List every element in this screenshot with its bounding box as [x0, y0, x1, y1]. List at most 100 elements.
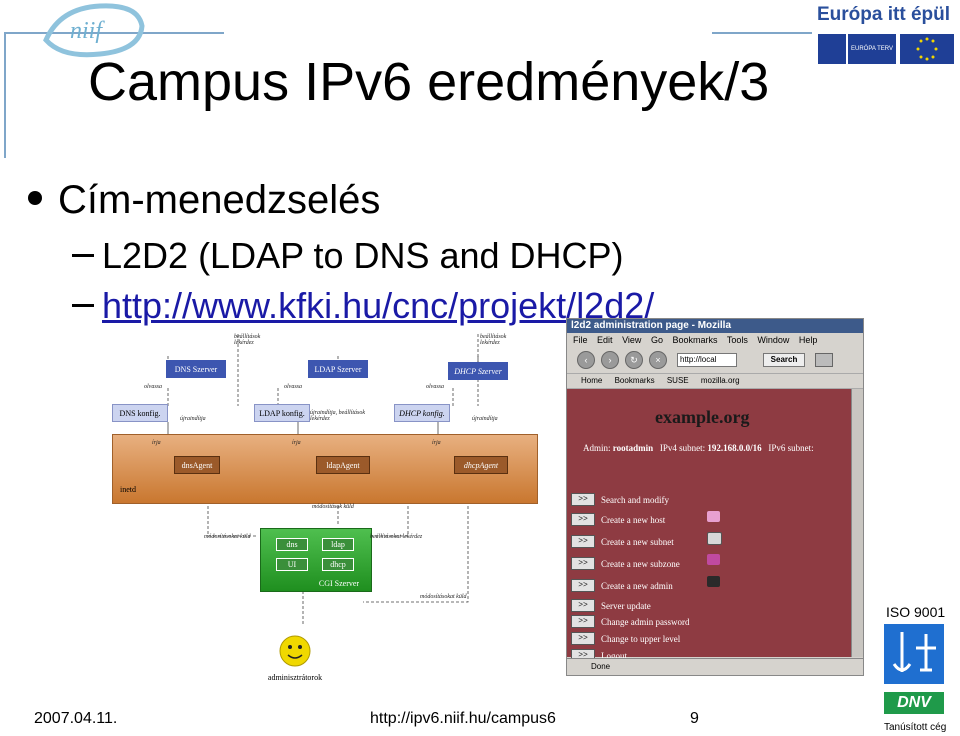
- arrow-button[interactable]: >>: [571, 579, 595, 592]
- menu-go[interactable]: Go: [651, 335, 663, 345]
- label-query-settings: beállításokat lekérdez: [370, 534, 422, 540]
- menu-item-label[interactable]: Create a new subnet: [601, 537, 674, 547]
- inetd-text: inetd: [120, 485, 136, 494]
- iso-logo: [884, 624, 944, 684]
- print-icon[interactable]: [815, 353, 833, 367]
- browser-toolbar: ‹ › ↻ × http://local Search: [567, 347, 863, 374]
- menu-search-modify[interactable]: >> Search and modify: [571, 491, 669, 505]
- niif-logo-text: niif: [70, 18, 105, 44]
- certified-label: Tanúsított cég: [884, 722, 946, 733]
- ldap-agent-box: ldapAgent: [316, 456, 370, 474]
- label-read-1: olvassa: [144, 384, 162, 390]
- bookmark-home[interactable]: Home: [581, 376, 602, 385]
- arrow-button[interactable]: >>: [571, 599, 595, 612]
- menu-item-label[interactable]: Change admin password: [601, 617, 689, 627]
- menu-item-label[interactable]: Create a new host: [601, 515, 665, 525]
- dnv-badge: DNV: [884, 692, 944, 714]
- status-bar: Done: [567, 658, 864, 675]
- label-read-3: olvassa: [426, 384, 444, 390]
- bookmark-bookmarks[interactable]: Bookmarks: [615, 376, 655, 385]
- bullet-dot-icon: [28, 191, 42, 205]
- admins-label: adminisztrátorok: [268, 673, 322, 682]
- label-write-3: írja: [432, 440, 441, 446]
- cgi-server-label: CGI Szerver: [319, 579, 359, 588]
- europa-terv-logo: EURÓPA TERV: [848, 34, 896, 64]
- dhcp-server-box: DHCP Szerver: [448, 362, 508, 380]
- menu-edit[interactable]: Edit: [597, 335, 613, 345]
- menu-tools[interactable]: Tools: [727, 335, 748, 345]
- left-rule: [4, 32, 6, 158]
- search-button[interactable]: Search: [763, 353, 805, 367]
- top-rule-right: [712, 32, 812, 34]
- eu-stars-icon: [900, 34, 954, 64]
- label-send-changes-2: módosításokat küld: [204, 534, 251, 540]
- menu-window[interactable]: Window: [757, 335, 789, 345]
- cgi-dhcp-label: dhcp: [330, 560, 346, 569]
- menu-view[interactable]: View: [622, 335, 641, 345]
- menu-item-label[interactable]: Server update: [601, 601, 651, 611]
- bookmark-suse[interactable]: SUSE: [667, 376, 689, 385]
- dns-agent-label: dnsAgent: [182, 461, 213, 470]
- menu-upper-level[interactable]: >> Change to upper level: [571, 630, 680, 644]
- vertical-scrollbar[interactable]: [851, 389, 863, 657]
- menu-item-label[interactable]: Create a new subzone: [601, 559, 680, 569]
- ldap-server-label: LDAP Szerver: [314, 365, 361, 374]
- forward-button[interactable]: ›: [601, 351, 619, 369]
- menu-create-subnet[interactable]: >> Create a new subnet: [571, 533, 674, 547]
- menu-file[interactable]: File: [573, 335, 588, 345]
- label-reload-3: újraindítja: [472, 416, 498, 422]
- sub-item-1-text: L2D2 (LDAP to DNS and DHCP): [102, 235, 624, 276]
- label-write-1: írja: [152, 440, 161, 446]
- menu-change-password[interactable]: >> Change admin password: [571, 613, 689, 627]
- menu-item-label[interactable]: Change to upper level: [601, 634, 680, 644]
- label-read-2: olvassa: [284, 384, 302, 390]
- menu-create-admin[interactable]: >> Create a new admin: [571, 577, 673, 591]
- admin-label: Admin:: [583, 443, 611, 453]
- eu-stars-flag: [900, 34, 954, 64]
- ldap-config-box: LDAP konfig.: [254, 404, 310, 422]
- dhcp-agent-label: dhcpAgent: [464, 461, 498, 470]
- anchor-scales-icon: [884, 624, 944, 684]
- menu-item-label[interactable]: Search and modify: [601, 495, 669, 505]
- footer-date: 2007.04.11.: [34, 710, 117, 728]
- browser-titlebar: l2d2 administration page - Mozilla: [567, 319, 863, 333]
- menu-create-subzone[interactable]: >> Create a new subzone: [571, 555, 680, 569]
- back-button[interactable]: ‹: [577, 351, 595, 369]
- stop-button[interactable]: ×: [649, 351, 667, 369]
- menu-bookmarks[interactable]: Bookmarks: [672, 335, 717, 345]
- smiley-icon: [278, 634, 312, 668]
- cgi-server-label-box: CGI Szerver: [312, 578, 366, 588]
- admin-icon: [707, 576, 720, 587]
- ldap-config-label: LDAP konfig.: [259, 409, 304, 418]
- arrow-button[interactable]: >>: [571, 615, 595, 628]
- subzone-icon: [707, 554, 720, 565]
- menu-server-update[interactable]: >> Server update: [571, 597, 651, 611]
- bookmarks-toolbar: Home Bookmarks SUSE mozilla.org: [567, 374, 863, 389]
- label-reload-2: újraindítja, beállítások lekérdez: [310, 410, 370, 422]
- subnet-icon: [707, 532, 722, 545]
- footer-url: http://ipv6.niif.hu/campus6: [370, 710, 556, 728]
- arrow-button[interactable]: >>: [571, 493, 595, 506]
- cgi-dns-box: dns: [276, 538, 308, 551]
- page-heading: example.org: [655, 407, 749, 428]
- cgi-ui-label: UI: [288, 560, 296, 569]
- arrow-button[interactable]: >>: [571, 632, 595, 645]
- iso-label: ISO 9001: [886, 604, 945, 620]
- cgi-dhcp-box: dhcp: [322, 558, 354, 571]
- reload-button[interactable]: ↻: [625, 351, 643, 369]
- eu-flag: [818, 34, 846, 64]
- menu-create-host[interactable]: >> Create a new host: [571, 511, 665, 525]
- url-input[interactable]: http://local: [677, 353, 737, 367]
- dns-server-label: DNS Szerver: [175, 365, 217, 374]
- label-send-changes: módosítások küld: [312, 504, 354, 510]
- arrow-button[interactable]: >>: [571, 557, 595, 570]
- label-write-2: írja: [292, 440, 301, 446]
- arrow-button[interactable]: >>: [571, 535, 595, 548]
- dhcp-server-label: DHCP Szerver: [454, 367, 502, 376]
- bookmark-mozilla[interactable]: mozilla.org: [701, 376, 740, 385]
- dhcp-config-box: DHCP konfig.: [394, 404, 450, 422]
- dhcp-config-label: DHCP konfig.: [399, 409, 445, 418]
- menu-item-label[interactable]: Create a new admin: [601, 581, 673, 591]
- arrow-button[interactable]: >>: [571, 513, 595, 526]
- menu-help[interactable]: Help: [799, 335, 818, 345]
